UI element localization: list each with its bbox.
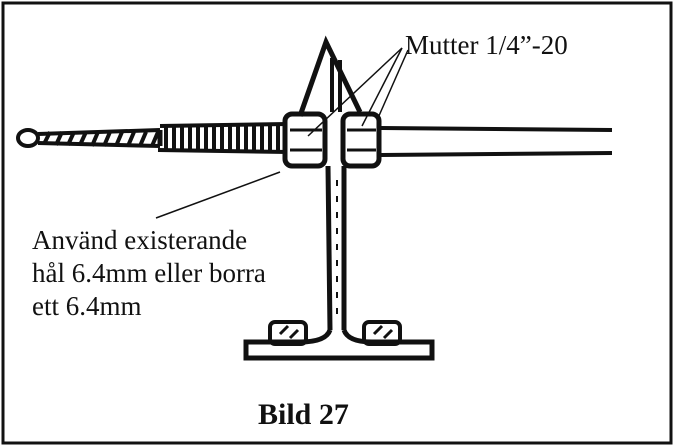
braided-cable xyxy=(16,128,161,148)
nut-left xyxy=(282,111,328,169)
hole-instruction-label: Använd existerande hål 6.4mm eller borra… xyxy=(32,224,266,323)
figure-caption: Bild 27 xyxy=(258,398,349,431)
nut-label: Mutter 1/4”-20 xyxy=(405,30,568,60)
base-bolt-left xyxy=(268,320,308,346)
mounting-bracket xyxy=(243,35,435,361)
hole-instruction-line-2: hål 6.4mm eller borra xyxy=(32,258,266,288)
threaded-rod xyxy=(157,122,289,154)
smooth-rod xyxy=(377,126,613,157)
nut-right xyxy=(340,111,382,169)
leader-lines xyxy=(155,47,409,219)
hole-instruction-line-3: ett 6.4mm xyxy=(32,291,142,321)
base-bolt-right xyxy=(362,320,402,346)
hole-instruction-line-1: Använd existerande xyxy=(32,225,248,255)
